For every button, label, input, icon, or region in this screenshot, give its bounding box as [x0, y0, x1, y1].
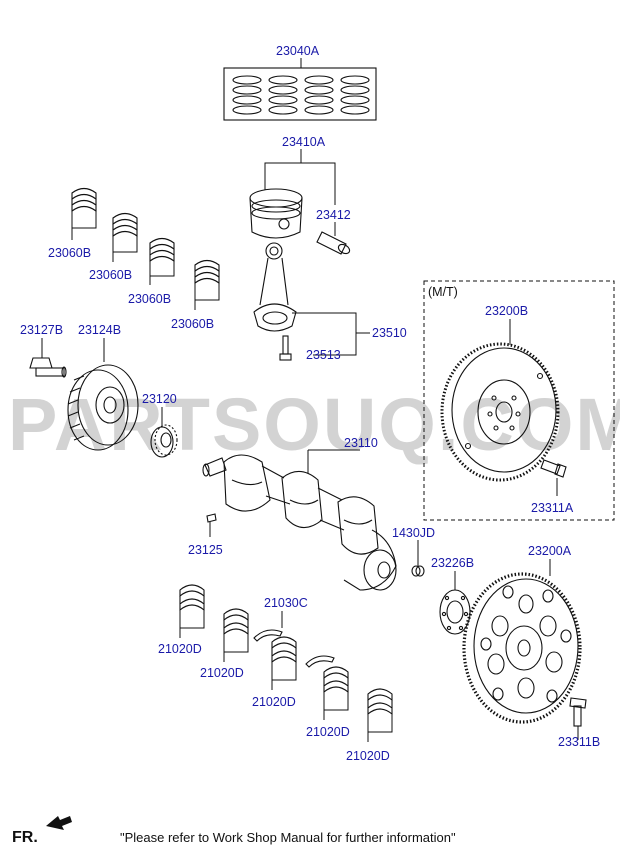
label-23410A[interactable]: 23410A: [282, 135, 326, 149]
label-23311B[interactable]: 23311B: [558, 735, 600, 749]
footer-note: "Please refer to Work Shop Manual for fu…: [120, 830, 456, 845]
bearing-23060B-4[interactable]: [194, 259, 220, 285]
label-23311A[interactable]: 23311A: [531, 501, 574, 515]
crank-sprocket-23120[interactable]: [150, 424, 178, 458]
key-23125[interactable]: [206, 513, 217, 523]
thrust-washers-21030C[interactable]: [253, 629, 335, 668]
label-21020D-3[interactable]: 21020D: [252, 695, 296, 709]
label-23060B-3[interactable]: 23060B: [128, 292, 171, 306]
pulley-bolt-23127B[interactable]: [29, 357, 67, 378]
label-23412[interactable]: 23412: [316, 208, 351, 222]
label-23060B-4[interactable]: 23060B: [171, 317, 214, 331]
bearing-23060B-1[interactable]: [71, 187, 97, 213]
adapter-plate-23226B[interactable]: [439, 589, 471, 635]
bearing-23060B-3[interactable]: [149, 237, 175, 263]
mt-group-box: [423, 280, 615, 521]
label-21030C[interactable]: 21030C: [264, 596, 308, 610]
label-23040A[interactable]: 23040A: [276, 44, 320, 58]
conrod-bolt-23513[interactable]: [279, 335, 292, 361]
label-21020D-5[interactable]: 21020D: [346, 749, 390, 763]
label-23226B[interactable]: 23226B: [431, 556, 474, 570]
label-23124B[interactable]: 23124B: [78, 323, 121, 337]
main-bearing-21020D-5[interactable]: [367, 688, 393, 716]
label-23110[interactable]: 23110: [344, 436, 378, 450]
drive-plate-23200A[interactable]: [462, 572, 582, 724]
label-21020D-4[interactable]: 21020D: [306, 725, 350, 739]
label-23060B-2[interactable]: 23060B: [89, 268, 132, 282]
label-mt: (M/T): [428, 285, 458, 299]
bearing-23060B-2[interactable]: [112, 212, 138, 238]
label-23120[interactable]: 23120: [142, 392, 177, 406]
label-23200B[interactable]: 23200B: [485, 304, 528, 318]
main-bearing-21020D-1[interactable]: [179, 584, 205, 612]
damper-pulley-23124B[interactable]: [67, 364, 139, 451]
front-arrow-icon: [46, 816, 72, 830]
label-23127B[interactable]: 23127B: [20, 323, 63, 337]
main-bearing-21020D-4[interactable]: [323, 666, 349, 694]
flywheel-bolt-23311A[interactable]: [540, 459, 567, 478]
label-21020D-2[interactable]: 21020D: [200, 666, 244, 680]
label-23513[interactable]: 23513: [306, 348, 341, 362]
piston-rings-23040A[interactable]: [223, 67, 377, 121]
main-bearing-21020D-2[interactable]: [223, 608, 249, 636]
piston-pin-23412[interactable]: [316, 231, 351, 255]
label-21020D-1[interactable]: 21020D: [158, 642, 202, 656]
fr-label: FR.: [12, 829, 38, 846]
label-23510[interactable]: 23510: [372, 326, 407, 340]
flywheel-23200B[interactable]: [440, 342, 560, 482]
dowel-pin-1430JD[interactable]: [411, 565, 425, 577]
crankshaft-23110[interactable]: [202, 454, 397, 591]
main-bearing-21020D-3[interactable]: [271, 636, 297, 664]
label-23060B-1[interactable]: 23060B: [48, 246, 91, 260]
drive-plate-bolt-23311B[interactable]: [569, 697, 587, 727]
label-1430JD[interactable]: 1430JD: [392, 526, 435, 540]
piston-23410A[interactable]: [249, 188, 303, 239]
connecting-rod-23510[interactable]: [253, 242, 297, 332]
label-23200A[interactable]: 23200A: [528, 544, 572, 558]
label-23125[interactable]: 23125: [188, 543, 223, 557]
